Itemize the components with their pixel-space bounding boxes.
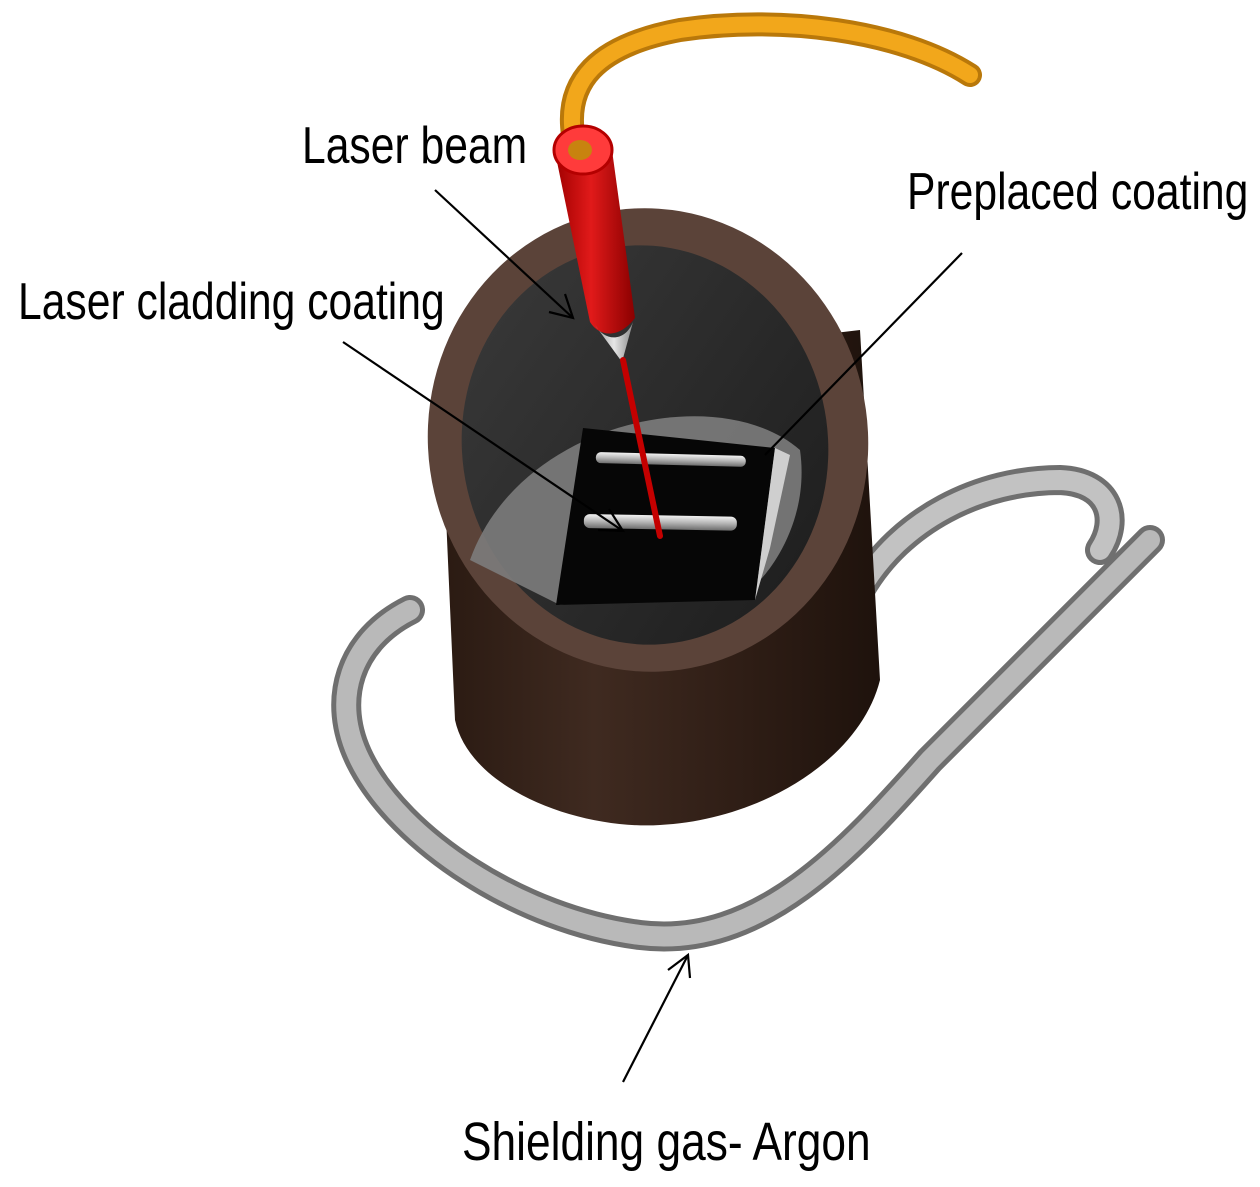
laser-nozzle (552, 124, 635, 362)
clad-track-lower (583, 514, 737, 531)
laser-beam-label: Laser beam (302, 117, 528, 175)
nozzle-tip (595, 322, 633, 362)
substrate-plate (556, 428, 790, 605)
shielding-gas-tube (331, 464, 1165, 952)
shielding-gas-arrow (622, 952, 692, 1083)
clad-track-upper (595, 452, 746, 467)
shielding-gas-label: Shielding gas- Argon (462, 1112, 871, 1172)
preplaced-coating-arrow (764, 252, 963, 456)
preplaced-coating-label: Preplaced coating (907, 163, 1249, 221)
pointer-lines (342, 189, 963, 1083)
laser-beam-ray (620, 357, 663, 539)
preplaced-coating-edge (755, 448, 790, 600)
laser-cladding-coating-label: Laser cladding coating (18, 273, 445, 331)
laser-beam-arrow (434, 189, 575, 320)
laser-cladding-arrow (342, 341, 626, 533)
